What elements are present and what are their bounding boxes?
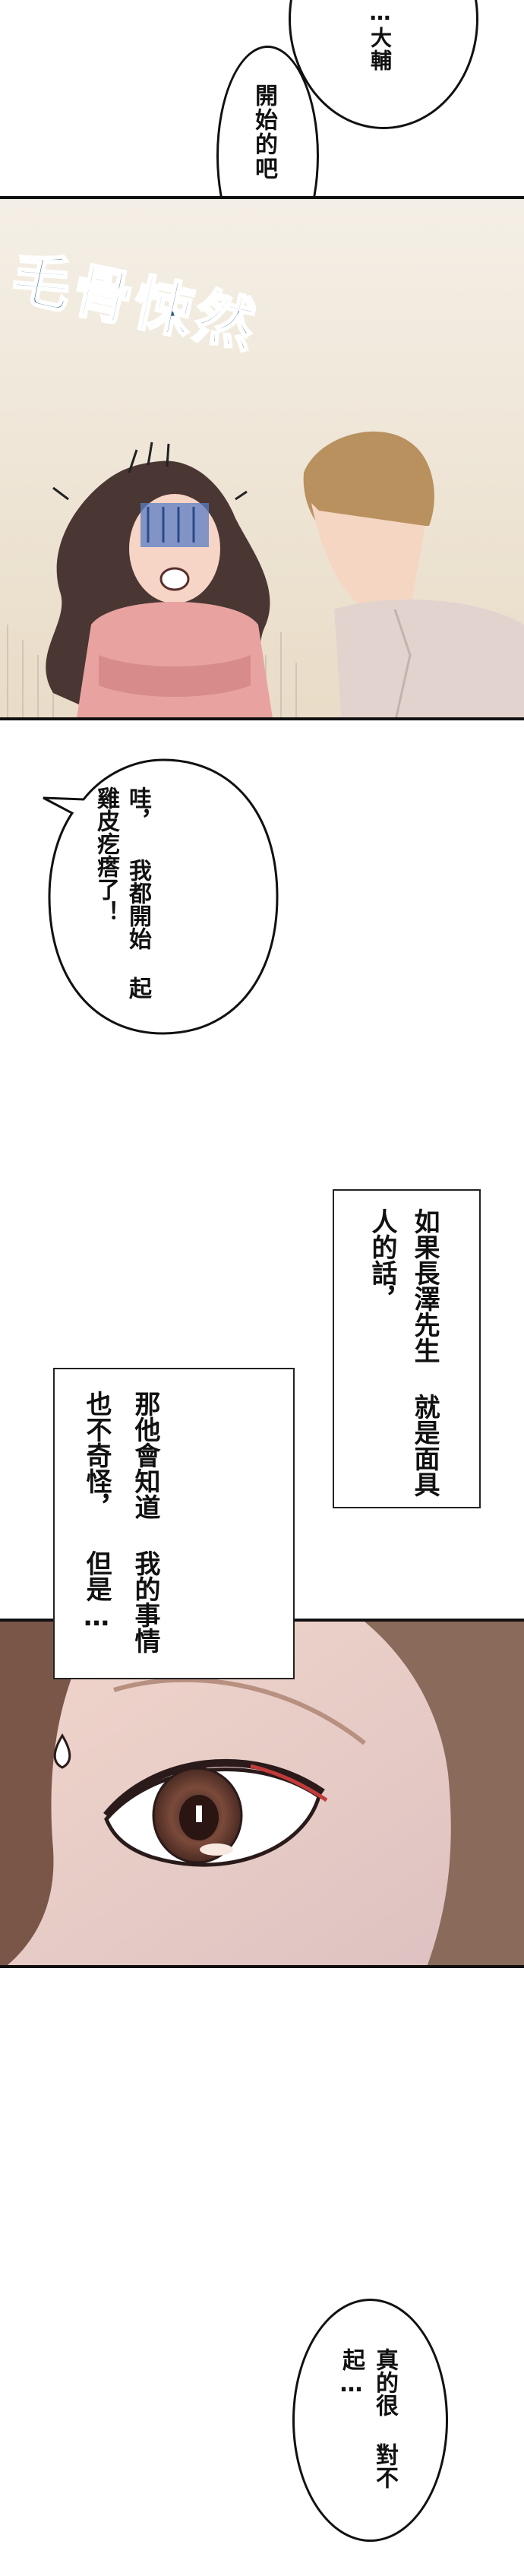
man-hair — [303, 431, 434, 526]
sfx-label: 毛骨悚然 — [5, 242, 265, 362]
caption-box-1 — [333, 1189, 481, 1508]
man-shirt — [334, 599, 524, 717]
caption-2-text: 那他會知道 我的事情 也不奇怪， 但是… — [72, 1391, 169, 1664]
bubble-wa-text: 哇， 我都開始 起雞皮疙瘩了！ — [90, 786, 153, 1014]
panel-frightened-scene: 毛骨悚然 — [0, 196, 524, 720]
man-face — [311, 503, 425, 609]
caption-1-col2: 就是面具人的話， — [367, 1208, 440, 1497]
caption-1-col1: 如果長澤先生 — [409, 1208, 440, 1363]
speech-bubble-wa — [43, 758, 279, 1035]
sweat-drop — [53, 1733, 71, 1769]
bubble-wa-col2: 我都開始 — [125, 859, 151, 950]
bubble-sorry-col1: 真的很 — [371, 2348, 398, 2416]
bubble-sorry-text: 真的很 對不起… — [334, 2348, 401, 2500]
bubble-wa-col1: 哇， — [125, 786, 151, 832]
caption-2-col4: 但是… — [81, 1550, 112, 1632]
caption-box-2 — [53, 1368, 295, 1679]
panel1-art — [0, 199, 524, 717]
bubble-sorry-col2: 對不起… — [338, 2348, 398, 2489]
hair-right — [365, 1622, 524, 1965]
sfx-text: 毛骨悚然 — [5, 222, 296, 374]
caption-2-col2: 我的事情 — [130, 1550, 160, 1654]
tension-marks — [52, 441, 248, 501]
caption-2-col1: 那他會知道 — [130, 1391, 160, 1520]
speech-bubble-sorry — [292, 2299, 448, 2542]
bubble-top-text: …大輔 — [368, 0, 393, 72]
bubble-wa-col3: 起雞皮疙瘩了！ — [93, 786, 151, 999]
caption-2-col3: 也不奇怪， — [81, 1391, 112, 1520]
hair-left — [0, 1622, 99, 1965]
caption-1-text: 如果長澤先生 就是面具人的話， — [361, 1208, 446, 1497]
